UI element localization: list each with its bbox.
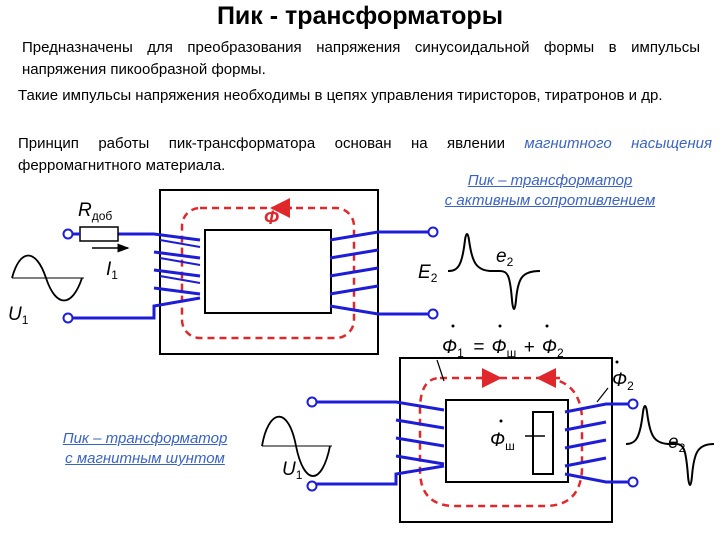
- magnetic-shunt: [532, 411, 554, 475]
- flux-label-1: Ф: [264, 208, 279, 229]
- pulse-waveform-2: [625, 405, 715, 486]
- i-label: I1: [106, 259, 118, 282]
- core-1: [159, 189, 379, 355]
- terminal-2a: [427, 226, 439, 238]
- u-label-1: U1: [8, 304, 29, 327]
- caption-magnetic-shunt: Пик – трансформатор с магнитным шунтом: [20, 429, 270, 469]
- primary-coil-1: [72, 232, 201, 320]
- principle-text-end: ферромагнитного материала.: [18, 157, 226, 174]
- resistor-rdob: [79, 226, 119, 242]
- principle-highlight: магнитного насыщения: [524, 135, 712, 152]
- r-label: Rдоб: [78, 200, 112, 223]
- caption-shunt-line2: с магнитным шунтом: [65, 450, 225, 467]
- flux-equation: Ф1 = Фш + Ф2: [442, 337, 564, 362]
- pulse-label-2: e2: [668, 432, 686, 455]
- terminal-4a: [627, 398, 639, 410]
- caption-active-resistance: Пик – трансформатор с активным сопротивл…: [410, 171, 690, 211]
- terminal-1a: [62, 228, 74, 240]
- paragraph-purpose: Предназначены для преобразования напряже…: [22, 39, 700, 78]
- principle-text-start: Принцип работы пик-трансформатора основа…: [18, 135, 505, 152]
- paragraph-principle: Принцип работы пик-трансформатора основа…: [18, 133, 712, 177]
- terminal-1b: [62, 312, 74, 324]
- pulse-waveform-1: [447, 233, 541, 310]
- caption-shunt-line1: Пик – трансформатор: [62, 430, 228, 447]
- core-2: [399, 357, 613, 523]
- terminal-3a: [306, 396, 318, 408]
- page-title: Пик - трансформаторы: [216, 2, 504, 30]
- shunt-label: Фш: [490, 430, 515, 453]
- secondary-coil-1: [329, 230, 428, 316]
- primary-coil-2: [316, 400, 445, 486]
- u-label-2: U1: [282, 459, 303, 482]
- e-label-1: E2: [418, 262, 438, 285]
- phi2-label: Ф2: [612, 370, 634, 393]
- terminal-4b: [627, 476, 639, 488]
- terminal-3b: [306, 480, 318, 492]
- paragraph-usage: Такие импульсы напряжения необходимы в ц…: [18, 87, 663, 104]
- terminal-2b: [427, 308, 439, 320]
- pulse-label-1: e2: [496, 246, 514, 269]
- flux-loop-2: [418, 376, 584, 508]
- diagram-active-resistance: Ф Rдоб I1 U1: [8, 189, 541, 355]
- caption-active-line2: с активным сопротивлением: [444, 192, 656, 209]
- secondary-coil-2: [564, 402, 628, 484]
- diagram-magnetic-shunt: Ф1 = Фш + Ф2 Фш Ф2: [261, 324, 715, 523]
- caption-active-line1: Пик – трансформатор: [467, 172, 633, 189]
